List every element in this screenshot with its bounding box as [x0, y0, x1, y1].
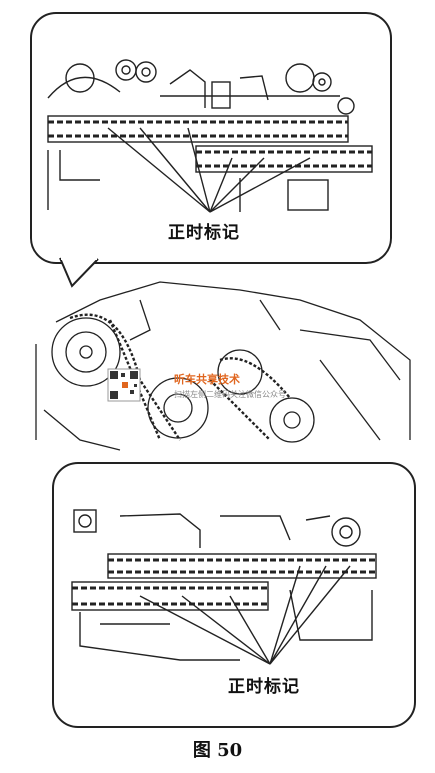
watermark-subtitle: 扫描左侧二维码关注微信公众号 — [174, 390, 286, 399]
top-callout-tail — [59, 257, 99, 288]
top-detail-drawing — [47, 59, 373, 213]
watermark: 听车共享技术 扫描左侧二维码关注微信公众号 — [104, 367, 336, 403]
top-timing-mark-label: 正时标记 — [168, 223, 240, 243]
engine-overview — [35, 281, 411, 451]
bottom-detail-drawing — [71, 509, 377, 665]
bottom-timing-mark-label: 正时标记 — [228, 677, 300, 697]
figure-caption: 图 50 — [192, 740, 243, 761]
qr-code — [107, 368, 141, 402]
watermark-title: 听车共享技术 — [174, 373, 240, 386]
